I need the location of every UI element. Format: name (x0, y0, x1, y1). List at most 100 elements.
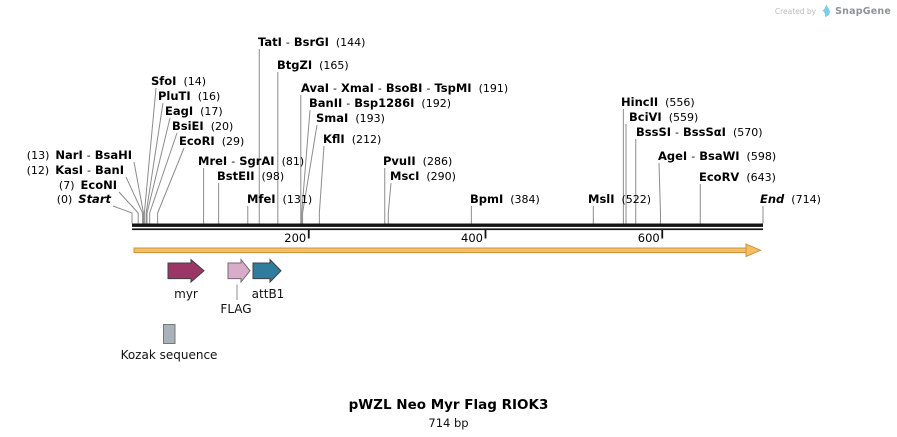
feature-arrow-myr[interactable] (167, 258, 205, 284)
enzyme-name: SgrAI (239, 154, 275, 168)
enzyme-position: (81) (281, 155, 305, 168)
enzyme-position: (643) (746, 171, 776, 184)
enzyme-label-end[interactable]: End (714) (760, 192, 821, 207)
enzyme-position: (522) (621, 193, 652, 206)
enzyme-position: (559) (668, 111, 699, 124)
enzyme-position: (191) (478, 82, 509, 95)
enzyme-position: (29) (221, 135, 245, 148)
enzyme-connector (387, 182, 392, 224)
enzyme-name-separator: - (285, 36, 290, 49)
enzyme-label-pluti[interactable]: PluTI(16) (158, 89, 220, 104)
enzyme-name: SmaI (316, 111, 349, 125)
enzyme-position: (13) (26, 149, 50, 162)
feature-label-attb1[interactable]: attB1 (251, 287, 285, 301)
enzyme-position: (14) (183, 75, 207, 88)
enzyme-position: (286) (422, 155, 453, 168)
enzyme-position: (20) (210, 120, 234, 133)
enzyme-label-bcivi[interactable]: BciVI (559) (629, 110, 699, 125)
enzyme-label-bsteii[interactable]: BstEII(98) (217, 170, 284, 184)
enzyme-name: NarI (55, 148, 83, 162)
enzyme-name: KflI (323, 132, 345, 146)
enzyme-label-smai[interactable]: SmaI (193) (316, 111, 385, 126)
enzyme-connector (133, 161, 144, 224)
enzyme-label-hincii[interactable]: HincII(556) (621, 95, 695, 110)
enzyme-name: KasI (55, 163, 84, 177)
enzyme-connector (118, 191, 139, 224)
enzyme-label-btgzi[interactable]: BtgZI(165) (277, 59, 349, 73)
plasmid-name: pWZL Neo Myr Flag RIOK3 (348, 397, 549, 413)
sequence-arrow-head (745, 243, 762, 258)
enzyme-name: BsaHI (94, 148, 132, 162)
enzyme-position: (193) (355, 112, 385, 125)
enzyme-label-msci[interactable]: MscI(290) (390, 170, 456, 184)
enzyme-name: BpmI (470, 192, 504, 206)
enzyme-connector (143, 87, 157, 224)
enzyme-label-avai[interactable]: AvaI-XmaI-BsoBI-TspMI(191) (301, 81, 509, 96)
enzyme-label-econi[interactable]: (7)EcoNI (59, 178, 117, 193)
enzyme-label-pvuii[interactable]: PvuII(286) (383, 155, 453, 169)
enzyme-label-tati[interactable]: TatI-BsrGI (144) (258, 35, 366, 50)
enzyme-label-bsiei[interactable]: BsiEI (20) (172, 119, 234, 134)
enzyme-name: MreI (198, 154, 228, 168)
feature-arrow-flag[interactable] (227, 258, 251, 284)
enzyme-name: BsaWI (699, 149, 740, 163)
enzyme-name: BsrGI (293, 35, 329, 49)
enzyme-connector (301, 109, 311, 224)
enzyme-name: PluTI (158, 89, 191, 103)
enzyme-name: MfeI (247, 192, 276, 206)
feature-arrow-attb1[interactable] (252, 258, 282, 284)
enzyme-name: EcoRV (699, 170, 740, 184)
enzyme-label-msli[interactable]: MslI(522) (588, 193, 652, 207)
enzyme-position: (12) (26, 164, 50, 177)
enzyme-position: (570) (732, 126, 763, 139)
enzyme-name: BsiEI (172, 119, 204, 133)
enzyme-label-bpmi[interactable]: BpmI(384) (470, 192, 540, 207)
enzyme-label-banii[interactable]: BanII-Bsp1286I(192) (309, 97, 451, 111)
enzyme-connector (149, 132, 178, 224)
enzyme-position: (192) (421, 97, 451, 110)
enzyme-connector (146, 117, 171, 224)
enzyme-name: EcoRI (179, 134, 215, 148)
enzyme-name: EagI (165, 104, 194, 118)
watermark-created-by-label: Created by (774, 6, 817, 16)
enzyme-label-ecorv[interactable]: EcoRV (643) (699, 170, 776, 185)
enzyme-position: (131) (282, 193, 313, 206)
enzyme-name: HincII (621, 95, 659, 109)
enzyme-name: End (760, 192, 785, 206)
enzyme-label-eagi[interactable]: EagI(17) (165, 104, 223, 119)
enzyme-label-sfoi[interactable]: SfoI(14) (151, 75, 207, 89)
feature-label-myr[interactable]: myr (174, 287, 198, 301)
enzyme-connector (302, 124, 318, 224)
map-backbone (132, 223, 763, 227)
enzyme-label-agei[interactable]: AgeI-BsaWI(598) (658, 149, 777, 164)
enzyme-label-kfli[interactable]: KflI(212) (323, 132, 381, 147)
enzyme-connector (157, 147, 185, 224)
enzyme-position: (165) (319, 59, 349, 72)
enzyme-position: (144) (335, 36, 366, 49)
enzyme-label-mrei[interactable]: MreI-SgrAI(81) (198, 154, 305, 169)
enzyme-name: AvaI (301, 81, 330, 95)
axis-tick-label-400: 400 (461, 231, 483, 245)
enzyme-label-bsssi[interactable]: BssSI-BssSαI(570) (636, 126, 763, 140)
enzyme-label-start[interactable]: (0)Start (57, 193, 111, 207)
watermark-brand-label: SnapGene (835, 5, 891, 17)
enzyme-name-separator: - (333, 82, 338, 95)
feature-label-flag[interactable]: FLAG (220, 302, 252, 316)
enzyme-position: (714) (791, 193, 821, 206)
enzyme-name: EcoNI (80, 178, 117, 192)
enzyme-label-nari[interactable]: (13)NarI-BsaHI (26, 148, 132, 163)
enzyme-name: TatI (258, 35, 282, 49)
axis-tick-label-200: 200 (284, 231, 306, 245)
enzyme-name-separator: - (87, 164, 91, 177)
feature-label-kozak-sequence[interactable]: Kozak sequence (120, 348, 218, 362)
enzyme-position: (598) (746, 150, 777, 163)
enzyme-label-mfei[interactable]: MfeI (131) (247, 192, 313, 207)
enzyme-name: BciVI (629, 110, 662, 124)
enzyme-label-kasi[interactable]: (12)KasI-BanI (26, 163, 124, 178)
enzyme-name-separator: - (377, 82, 382, 95)
enzyme-name: BsoBI (385, 81, 423, 95)
feature-box-kozak[interactable] (163, 324, 176, 344)
enzyme-label-ecori[interactable]: EcoRI (29) (179, 134, 245, 149)
